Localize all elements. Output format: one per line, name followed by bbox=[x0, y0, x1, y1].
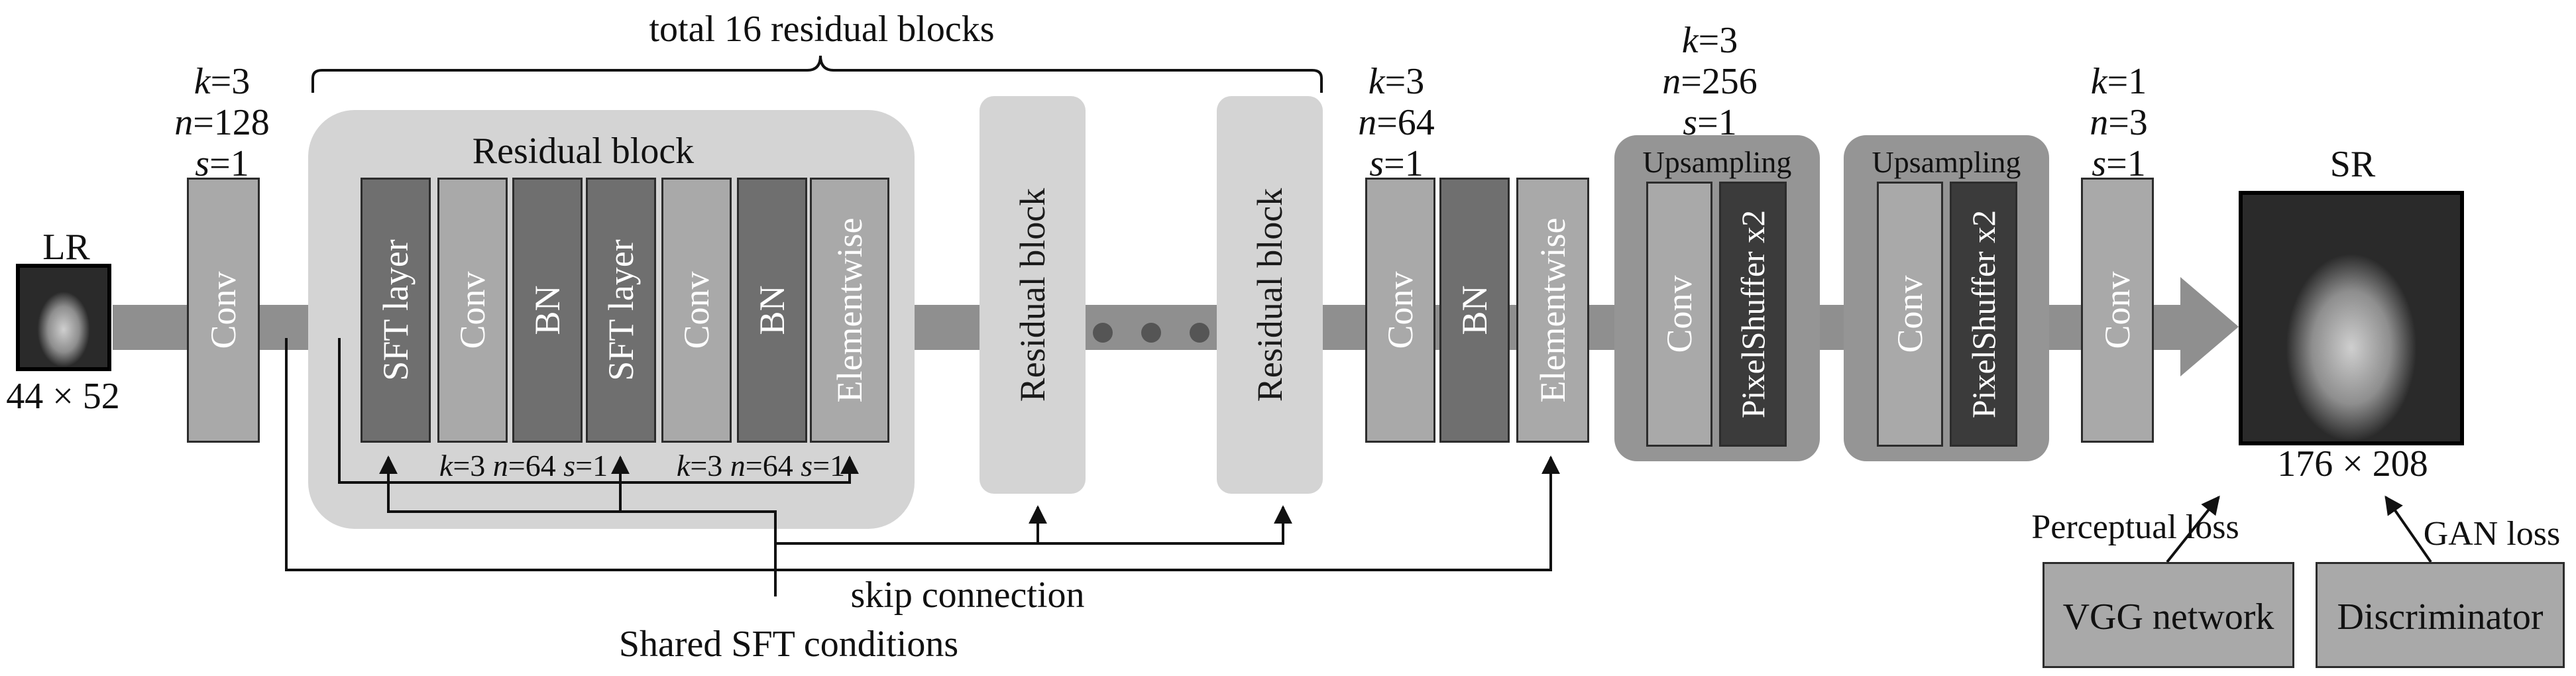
upsampling-1-pixelshuffle: PixelShuffer x2 bbox=[1719, 182, 1787, 447]
rb-inner-1-s: 1 bbox=[592, 449, 608, 482]
conv3-block: Conv bbox=[2081, 178, 2154, 443]
up-n: 256 bbox=[1701, 61, 1758, 102]
perceptual-loss-label: Perceptual loss bbox=[2031, 508, 2239, 546]
rb-sft-layer-1: SFT layer bbox=[361, 178, 431, 443]
conv3-s: 1 bbox=[2127, 143, 2146, 184]
conv3-k: 1 bbox=[2128, 61, 2147, 102]
total-blocks-label: total 16 residual blocks bbox=[649, 9, 995, 50]
upsampling-1-conv: Conv bbox=[1646, 182, 1712, 447]
lr-size-label: 44 × 52 bbox=[6, 376, 120, 417]
rb-inner-1-k: 3 bbox=[470, 449, 486, 482]
post-conv: Conv bbox=[1365, 178, 1435, 443]
residual-block-2: Residual block bbox=[980, 96, 1086, 494]
rb-sft-layer-2: SFT layer bbox=[586, 178, 656, 443]
rb-bn-2: BN bbox=[737, 178, 807, 443]
rb-conv-1: Conv bbox=[437, 178, 508, 443]
sr-image bbox=[2239, 191, 2464, 445]
discriminator-label: Discriminator bbox=[2337, 596, 2544, 638]
gan-loss-label: GAN loss bbox=[2423, 515, 2561, 553]
rb-bn-1: BN bbox=[512, 178, 583, 443]
up-k: 3 bbox=[1719, 20, 1738, 61]
upsampling-2-title: Upsampling bbox=[1872, 145, 2021, 179]
rb-inner-2-n: 64 bbox=[762, 449, 793, 482]
shared-sft-conditions-label: Shared SFT conditions bbox=[618, 624, 959, 665]
residual-count-brace bbox=[311, 55, 1323, 93]
rb-inner-params-1: k=3 n=64 s=1 bbox=[439, 449, 608, 482]
lr-image bbox=[16, 264, 111, 371]
rb-inner-params-2: k=3 n=64 s=1 bbox=[676, 449, 846, 482]
sr-title: SR bbox=[2329, 144, 2376, 185]
conv1-k: 3 bbox=[231, 61, 251, 102]
conv2-n: 64 bbox=[1397, 102, 1435, 143]
residual-block-title: Residual block bbox=[472, 131, 695, 172]
post-bn: BN bbox=[1439, 178, 1510, 443]
rb-elementwise: Elementwise bbox=[810, 178, 889, 443]
vgg-network-label: VGG network bbox=[2062, 596, 2274, 638]
lr-title: LR bbox=[42, 227, 90, 268]
residual-block-16: Residual block bbox=[1217, 96, 1323, 494]
vgg-network-box: VGG network bbox=[2043, 562, 2294, 668]
upsampling-2-pixelshuffle: PixelShuffer x2 bbox=[1950, 182, 2017, 447]
conv2-k: 3 bbox=[1406, 61, 1425, 102]
rb-inner-2-k: 3 bbox=[707, 449, 723, 482]
conv3-params: k=1 n=3 s=1 bbox=[2090, 61, 2148, 184]
upsampling-1-title: Upsampling bbox=[1642, 145, 1792, 179]
rb-inner-1-n: 64 bbox=[525, 449, 556, 482]
conv1-n: 128 bbox=[213, 102, 270, 143]
skip-connection-label: skip connection bbox=[850, 575, 1085, 616]
conv1-params: k=3 n=128 s=1 bbox=[174, 61, 270, 184]
conv3-n: 3 bbox=[2129, 102, 2148, 143]
conv1-s: 1 bbox=[230, 143, 249, 184]
discriminator-box: Discriminator bbox=[2316, 562, 2565, 668]
post-elementwise: Elementwise bbox=[1516, 178, 1589, 443]
conv2-params: k=3 n=64 s=1 bbox=[1358, 61, 1435, 184]
rb-conv-2: Conv bbox=[661, 178, 732, 443]
sr-size-label: 176 × 208 bbox=[2277, 443, 2428, 484]
upsampling-2-conv: Conv bbox=[1877, 182, 1943, 447]
conv2-s: 1 bbox=[1404, 143, 1424, 184]
conv1-block: Conv bbox=[187, 178, 260, 443]
